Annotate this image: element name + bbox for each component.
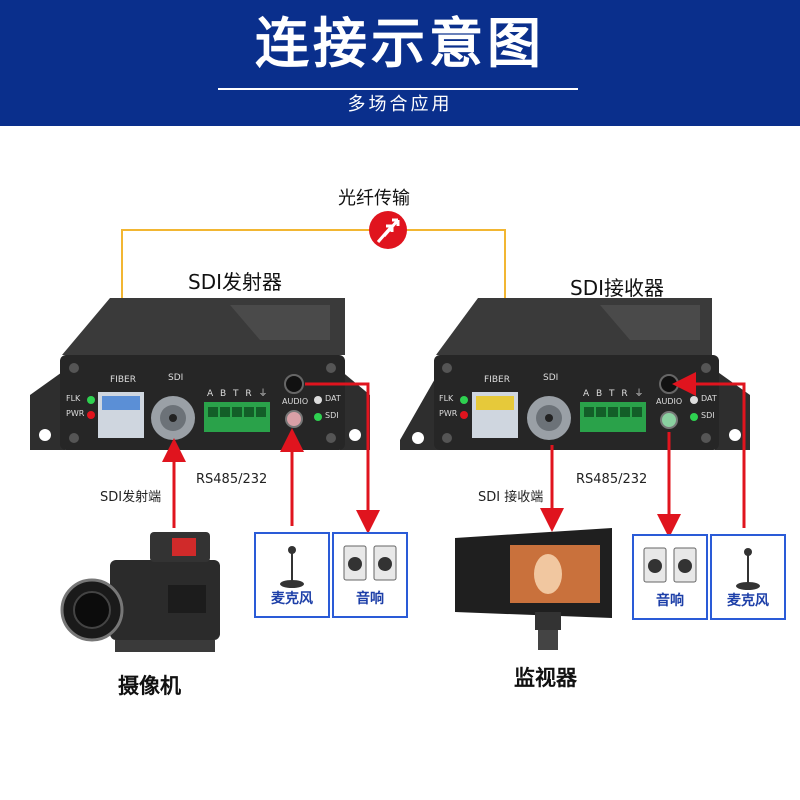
monitor-label: 监视器	[514, 666, 577, 690]
receiver-output-label: SDI 接收端	[478, 490, 544, 505]
speaker-box-right: 音响	[632, 534, 708, 620]
receiver-led-pwr: PWR	[439, 409, 458, 418]
mic-label-left: 麦克风	[271, 591, 313, 607]
speaker-box-left: 音响	[332, 532, 408, 618]
receiver-led-dat: DAT	[701, 394, 717, 403]
mic-label-right: 麦克风	[727, 593, 769, 609]
transmitter-audio-label: AUDIO	[282, 397, 309, 406]
arrow-mic-to-audio-right	[672, 372, 746, 528]
transmitter-serial-label: RS485/232	[196, 472, 268, 487]
mic-box-left: 麦克风	[254, 532, 330, 618]
fiber-transmission-icon	[369, 211, 407, 249]
transmitter-led-dat: DAT	[325, 394, 341, 403]
receiver-sdi-port-label: SDI	[543, 373, 559, 383]
page-title: 连接示意图	[255, 12, 545, 75]
receiver-terminal-label: A B T R ⏚	[583, 389, 646, 399]
transmitter-device	[30, 298, 370, 450]
header-divider	[218, 88, 578, 90]
page-subtitle: 多场合应用	[347, 94, 453, 115]
mic-box-right: 麦克风	[710, 534, 786, 620]
transmitter-title: SDI发射器	[188, 270, 282, 294]
receiver-serial-label: RS485/232	[576, 472, 648, 487]
camera-icon	[60, 532, 220, 652]
camera-label: 摄像机	[118, 674, 181, 698]
speaker-label-right: 音响	[656, 593, 684, 609]
microphone-icon	[280, 546, 304, 588]
receiver-audio-label: AUDIO	[656, 397, 683, 406]
transmitter-led-flk: FLK	[66, 394, 81, 403]
receiver-fiber-port-label: FIBER	[484, 375, 510, 385]
fiber-label: 光纤传输	[338, 188, 410, 209]
speaker-label-left: 音响	[356, 591, 384, 607]
receiver-device	[400, 298, 750, 450]
header-banner: 连接示意图 多场合应用	[0, 0, 800, 126]
transmitter-fiber-port-label: FIBER	[110, 375, 136, 385]
arrow-audio-to-speaker	[305, 382, 380, 534]
receiver-led-sdi: SDI	[701, 411, 715, 420]
speaker-icon	[343, 545, 397, 581]
speaker-icon	[643, 547, 697, 583]
transmitter-led-sdi: SDI	[325, 411, 339, 420]
transmitter-terminal-label: A B T R ⏚	[207, 389, 270, 399]
transmitter-input-label: SDI发射端	[100, 490, 162, 505]
microphone-icon	[736, 548, 760, 590]
monitor-icon	[455, 528, 612, 650]
transmitter-led-pwr: PWR	[66, 409, 85, 418]
receiver-title: SDI接收器	[570, 276, 664, 300]
receiver-led-flk: FLK	[439, 394, 454, 403]
transmitter-sdi-port-label: SDI	[168, 373, 184, 383]
